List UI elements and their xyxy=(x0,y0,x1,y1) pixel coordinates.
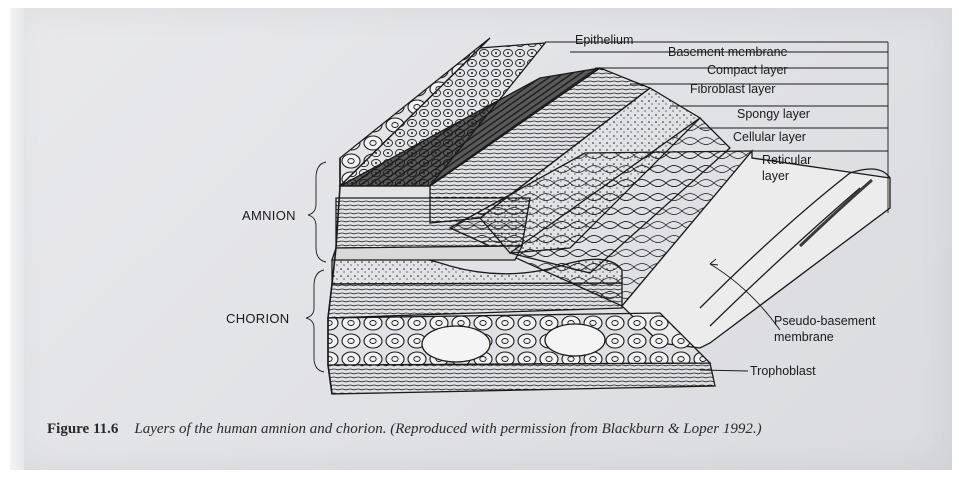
label-basement-membrane: Basement membrane xyxy=(668,45,788,59)
label-spongy-layer: Spongy layer xyxy=(737,107,810,121)
label-compact-layer: Compact layer xyxy=(707,63,788,77)
book-page: Epithelium Basement membrane Compact lay… xyxy=(10,8,952,470)
label-reticular-layer-line1: Reticular xyxy=(762,153,811,167)
label-pseudo-basement-line1: Pseudo-basement xyxy=(774,314,876,328)
figure-number: Figure 11.6 xyxy=(47,421,118,437)
figure-caption: Figure 11.6 Layers of the human amnion an… xyxy=(47,421,959,438)
label-chorion: CHORION xyxy=(226,311,290,326)
label-reticular-layer-line2: layer xyxy=(762,169,789,183)
label-trophoblast: Trophoblast xyxy=(750,364,816,378)
label-cellular-layer: Cellular layer xyxy=(733,130,806,144)
label-fibroblast-layer: Fibroblast layer xyxy=(690,82,775,96)
label-pseudo-basement-line2: membrane xyxy=(774,330,834,344)
label-amnion: AMNION xyxy=(242,208,296,223)
label-epithelium: Epithelium xyxy=(575,33,633,47)
tissue-layer-diagram: Epithelium Basement membrane Compact lay… xyxy=(10,8,952,470)
figure-caption-text: Layers of the human amnion and chorion. … xyxy=(134,421,761,437)
